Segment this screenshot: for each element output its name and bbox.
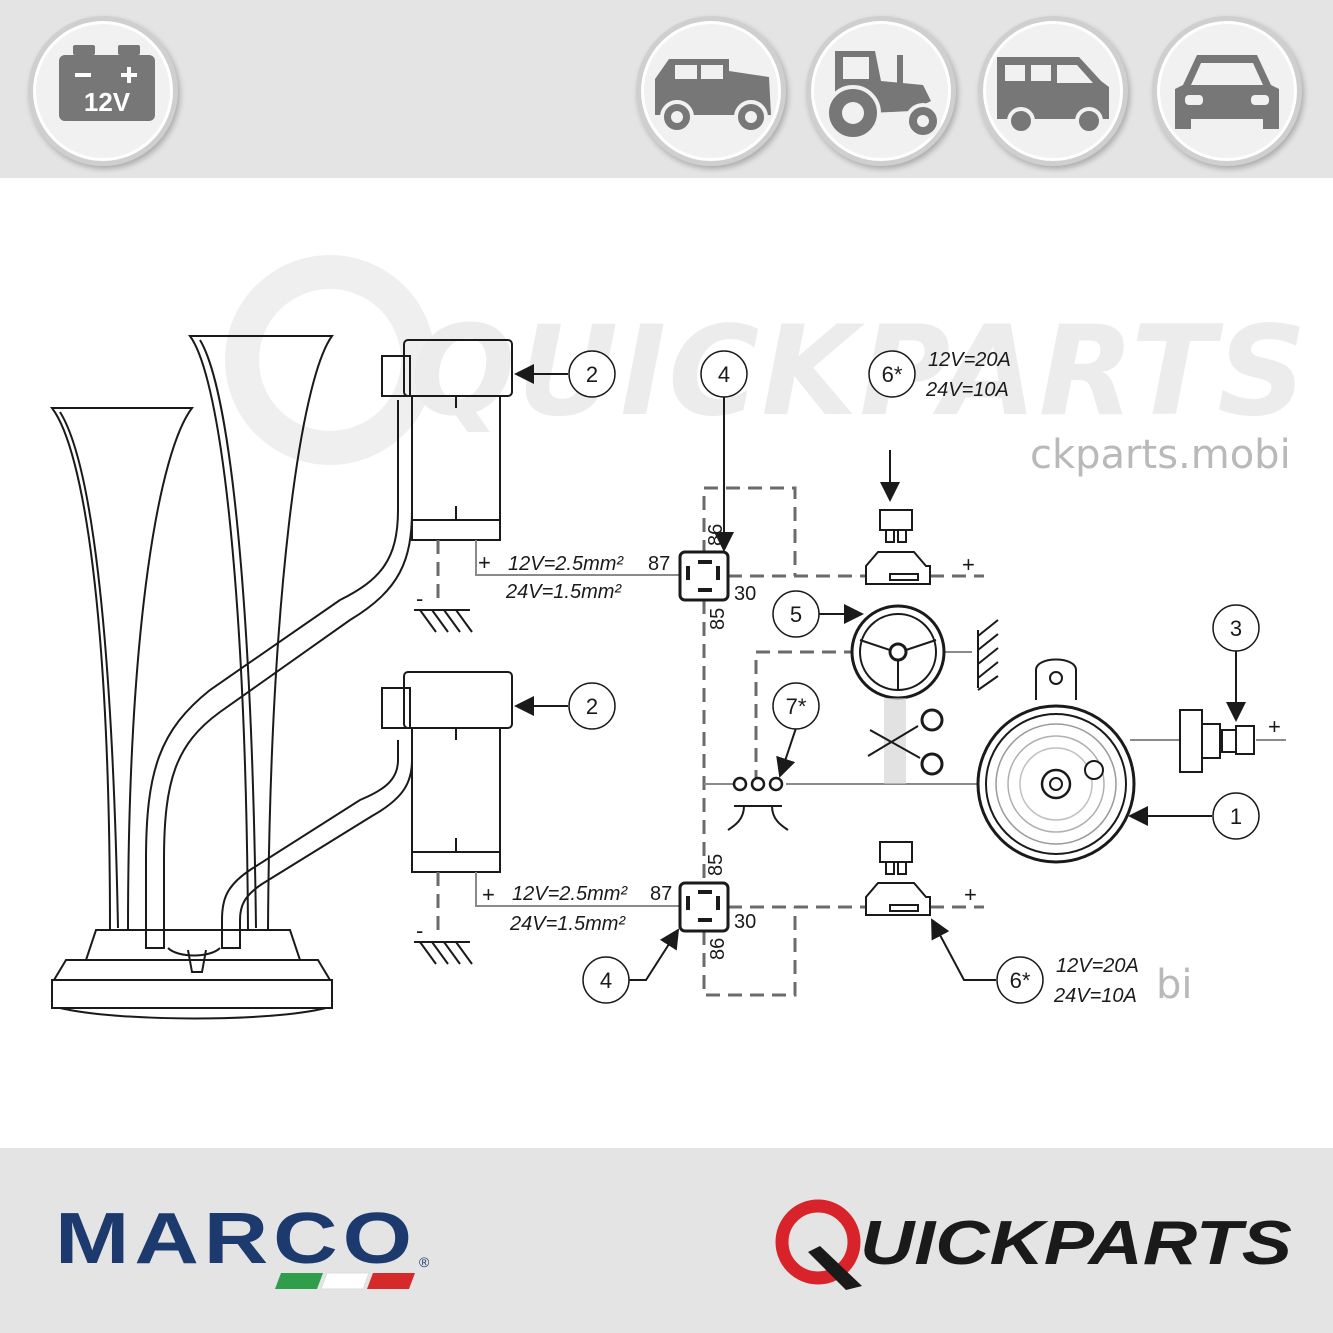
steering-wheel-icon: [850, 604, 946, 784]
watermark-domain: ckparts.mobi: [1030, 432, 1291, 478]
wire-spec-bottom-24v: 24V=1.5mm²: [509, 913, 626, 935]
svg-text:1: 1: [1230, 804, 1242, 829]
plus-bottom: +: [482, 882, 495, 907]
fuse-bottom-rating-12v: 12V=20A: [1056, 955, 1139, 977]
van-icon: [978, 16, 1128, 166]
bottom-band: [0, 1148, 1333, 1333]
callout-relay-top: 4: [700, 350, 748, 398]
compressor-bottom: [381, 671, 513, 873]
wiring-diagram: .ln { fill: none; stroke: #1a1a1a; strok…: [49, 335, 1286, 1020]
callout-connector: 3: [1212, 604, 1260, 652]
battery-12v-icon: 12V: [28, 16, 178, 166]
scissors-icon: [867, 708, 944, 776]
svg-text:4: 4: [718, 362, 730, 387]
relay-top-pin-87: 87: [648, 553, 670, 575]
callout-leaders: [514, 364, 1212, 981]
watermark-q-ring: [225, 255, 435, 465]
registered-mark: ®: [419, 1254, 430, 1270]
battery-label: 12V: [84, 87, 131, 117]
wire-spec-bottom-12v: 12V=2.5mm²: [512, 883, 628, 905]
fuse-bottom-rating-24v: 24V=10A: [1053, 985, 1137, 1007]
connector-icon: [1179, 650, 1255, 773]
plus-top: +: [478, 550, 491, 575]
callout-relay-bottom: 4: [582, 956, 630, 1004]
svg-text:2: 2: [586, 694, 598, 719]
relay-bottom-pin-85: 85: [705, 854, 727, 876]
callout-steering-wheel: 5: [772, 590, 820, 638]
minus-bottom: -: [416, 918, 423, 943]
fuse-top: [865, 450, 931, 585]
svg-text:7*: 7*: [786, 694, 807, 719]
callout-fuse-top: 6*: [868, 350, 916, 398]
quickparts-logo: UICKPARTS: [775, 1199, 1292, 1290]
callout-compressor-top: 2: [568, 350, 616, 398]
relay-top-pin-30: 30: [734, 583, 756, 605]
quickparts-logo-text: UICKPARTS: [860, 1209, 1292, 1278]
tractor-icon: [806, 16, 956, 166]
offroad-vehicle-icon: [636, 16, 786, 166]
fuse-bottom: [865, 841, 996, 981]
car-icon: [1152, 16, 1302, 166]
relay-bottom: 85 87 30 86: [650, 854, 756, 960]
compressor-top: [381, 339, 513, 541]
svg-text:5: 5: [790, 602, 802, 627]
trumpet-horns: [49, 335, 413, 1020]
watermark-brand: QUICKPARTS: [410, 300, 1309, 444]
fuse-top-rating-24v: 24V=10A: [925, 379, 1009, 401]
callout-horn: 1: [1212, 792, 1260, 840]
callout-compressor-bottom: 2: [568, 682, 616, 730]
watermark-domain-2: bi: [1156, 962, 1193, 1008]
svg-text:3: 3: [1230, 616, 1242, 641]
ground-symbols: [414, 609, 999, 965]
relay-bottom-pin-86: 86: [707, 938, 729, 960]
svg-text:2: 2: [586, 362, 598, 387]
plus-connector: +: [1268, 714, 1281, 739]
svg-text:4: 4: [600, 968, 612, 993]
relay-bottom-pin-30: 30: [734, 911, 756, 933]
wire-spec-top-12v: 12V=2.5mm²: [508, 553, 624, 575]
callout-fuse-bottom: 6*: [996, 956, 1044, 1004]
marco-logo-text: MARCO: [55, 1205, 417, 1279]
svg-text:6*: 6*: [882, 362, 903, 387]
minus-top: -: [416, 586, 423, 611]
fuse-top-rating-12v: 12V=20A: [928, 349, 1011, 371]
plus-fuse-bottom: +: [964, 882, 977, 907]
horn-contact-icon: [727, 776, 789, 831]
wire-spec-top-24v: 24V=1.5mm²: [505, 581, 622, 603]
svg-text:6*: 6*: [1010, 968, 1031, 993]
plus-fuse-top: +: [962, 552, 975, 577]
wiring-lines: [436, 486, 1286, 997]
callout-contact: 7*: [772, 682, 820, 730]
disc-horn-icon: [976, 658, 1136, 864]
relay-bottom-pin-87: 87: [650, 883, 672, 905]
marco-logo: MARCO ®: [55, 1205, 430, 1290]
relay-top-pin-85: 85: [707, 608, 729, 630]
